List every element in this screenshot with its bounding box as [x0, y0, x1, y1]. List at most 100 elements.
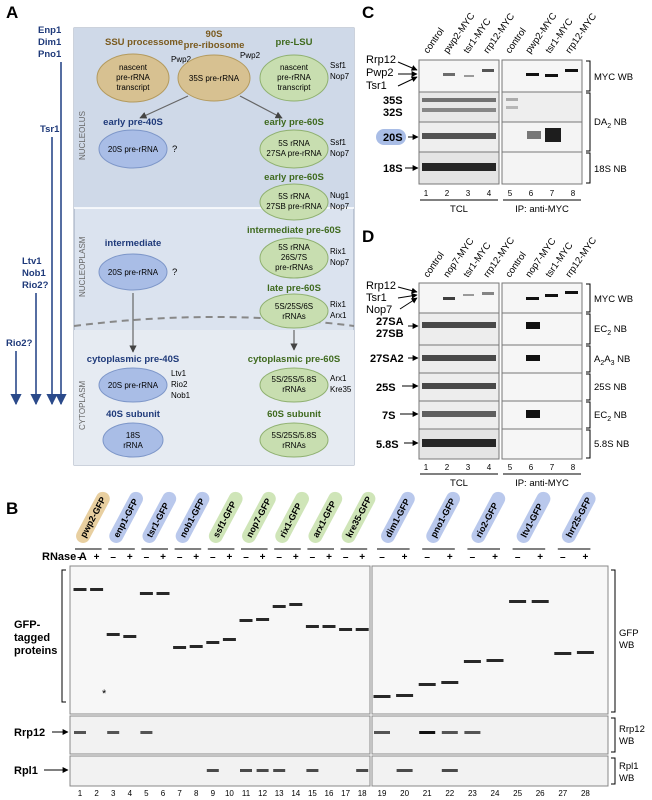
b-strain-pill: nop7-GFP: [242, 491, 276, 543]
b-strain-pill-bg: [142, 491, 177, 543]
ssu-ellipse: [96, 53, 170, 103]
ssu-body-3: transcript: [117, 83, 151, 92]
d-arrow: [399, 297, 418, 310]
prelsu-factor-2: Nop7: [330, 72, 350, 81]
b-strain-pill: tsr1-GFP: [142, 491, 177, 543]
inter60-body-2: 26S/7S: [281, 253, 307, 262]
b-rrp12-blot-right: [371, 715, 609, 755]
cyto60-ellipse: [259, 367, 329, 403]
b-plus-sign: +: [226, 552, 232, 563]
c-blot-myc-left: [418, 59, 500, 93]
b-plus-sign: +: [193, 552, 199, 563]
s90-factor: Pwp2: [240, 51, 261, 60]
b-band: [272, 605, 286, 608]
b-band: [273, 769, 286, 772]
b-left-gfp-1: GFP-: [14, 619, 41, 631]
c-band: [422, 108, 496, 112]
d-lane: 8: [571, 463, 576, 472]
b-lane-number: 17: [341, 789, 350, 798]
c-label-tcl: TCL: [450, 204, 468, 215]
late60-ellipse: [259, 293, 329, 329]
early60a-factor-2: Nop7: [330, 149, 350, 158]
c-20s-badge: [376, 129, 406, 145]
inter60-ellipse: [259, 237, 329, 279]
early60b-body-2: 27SB pre-rRNA: [266, 202, 322, 211]
c-label-35s: 35S: [383, 95, 403, 107]
b-right-rpl1-1: Rpl1: [619, 761, 639, 772]
b-strain-pill: rix1-GFP: [275, 491, 309, 543]
label-nucleoplasm: NUCLEOPLASM: [78, 236, 87, 297]
d-label-mycwb: MYC WB: [594, 294, 633, 305]
b-lane-number: 10: [225, 789, 234, 798]
b-band: [339, 628, 353, 631]
b-band: [139, 592, 153, 595]
d-bracket: [586, 429, 591, 459]
b-right-bracket: [611, 717, 616, 753]
b-plus-sign: +: [260, 552, 266, 563]
sub40-body-1: 18S: [126, 431, 140, 440]
b-gfp-blot-right: [371, 565, 609, 715]
b-strain-pill: rio2-GFP: [471, 491, 506, 543]
d-lane: 3: [466, 463, 471, 472]
b-strain-label: pno1-GFP: [428, 497, 457, 540]
d-label-27sa2: 27SA2: [370, 353, 404, 365]
b-band: [206, 641, 220, 644]
b-strain-pill: dim1-GFP: [381, 491, 415, 543]
d-bracket: [586, 345, 591, 373]
d-label-ec2nb: EC2 NB: [594, 324, 627, 337]
factor-enp1: Enp1: [38, 25, 62, 36]
b-minus-sign: –: [276, 552, 282, 563]
d-a2-sub: 2: [600, 360, 604, 367]
b-band: [419, 731, 436, 734]
sub40-body-2: rRNA: [123, 441, 143, 450]
b-minus-sign: –: [110, 552, 116, 563]
c-band: [526, 73, 539, 76]
b-band: [396, 694, 414, 697]
b-band: [289, 603, 303, 606]
b-strain-label: nop7-GFP: [244, 497, 273, 540]
b-minus-sign: –: [177, 552, 183, 563]
b-lane-number: 1: [78, 789, 83, 798]
b-lane-number: 6: [161, 789, 166, 798]
c-label-da2nb: DA2 NB: [594, 117, 627, 130]
b-left-gfp-2: tagged: [14, 632, 50, 644]
early40-title: early pre-40S: [103, 117, 163, 128]
b-strain-pill-bg: [341, 491, 376, 543]
late60-factor-1: Rix1: [330, 300, 347, 309]
early60a-body-1: 5S rRNA: [278, 139, 310, 148]
inter60-body-1: 5S rRNA: [278, 243, 310, 252]
c-col-8: rrp12-MYC: [563, 11, 599, 55]
sub60-ellipse: [259, 422, 329, 458]
d-band: [422, 411, 496, 417]
early60a-ellipse: [259, 129, 329, 169]
d-blot: [501, 372, 583, 402]
b-strain-pill: hrr25-GFP: [561, 491, 596, 543]
d-blot: [501, 400, 583, 430]
c-band: [545, 128, 561, 142]
b-band: [396, 769, 413, 772]
b-minus-sign: –: [470, 552, 476, 563]
c-bracket: [586, 152, 591, 184]
b-lane-number: 13: [275, 789, 284, 798]
b-strain-pill: arx1-GFP: [308, 491, 343, 543]
c-label-pwp2: Pwp2: [366, 67, 394, 79]
d-lane: 1: [424, 463, 429, 472]
d-band: [526, 322, 540, 329]
b-plus-sign: +: [492, 552, 498, 563]
d-lane-numbers: 1 2 3 4 5 6 7 8: [424, 463, 576, 472]
factor-nob1: Nob1: [22, 268, 46, 279]
d-bracket: [586, 373, 591, 401]
b-band: [74, 731, 86, 734]
d-lane: 4: [487, 463, 492, 472]
c-lane: 4: [487, 189, 492, 198]
d-label-nop7: Nop7: [366, 304, 392, 316]
c-blot-da2-right: [501, 91, 583, 123]
b-band: [463, 660, 481, 663]
d-ec-2: EC: [594, 410, 607, 421]
b-strain-pill-bg: [561, 491, 596, 543]
cyto40-body: 20S pre-rRNA: [108, 381, 159, 390]
d-band: [545, 294, 558, 297]
early40-body: 20S pre-rRNA: [108, 145, 159, 154]
